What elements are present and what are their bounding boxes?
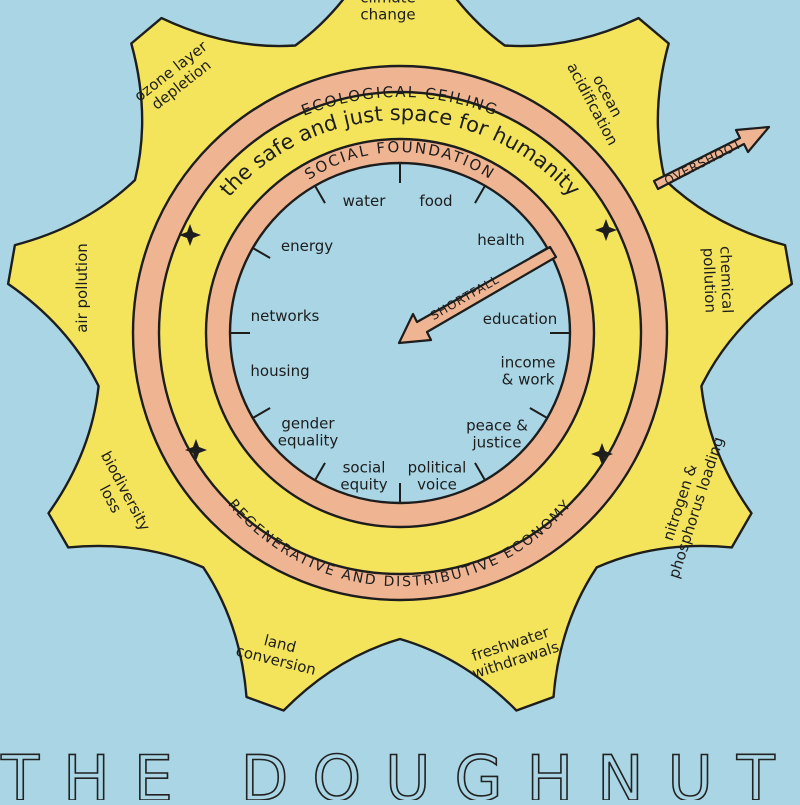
ecological-dimension-label: climatechange xyxy=(360,0,416,24)
social-dimension-label: energy xyxy=(281,237,333,255)
ecological-dimension-label-line: chemical xyxy=(716,246,736,314)
social-dimension-label: water xyxy=(343,192,387,210)
star-icon xyxy=(591,443,613,465)
social-dimension-label: peace &justice xyxy=(466,417,528,452)
social-dimension-label-line: housing xyxy=(250,362,309,380)
ecological-dimension-label-line: pollution xyxy=(699,247,719,313)
sector-divider xyxy=(252,247,271,259)
social-foundation-dimensions: water food health education income& work peac… xyxy=(250,192,557,494)
social-dimension-label-line: water xyxy=(343,192,387,210)
social-dimension-label-line: income xyxy=(501,354,556,372)
social-dimension-label: health xyxy=(477,231,524,249)
star-icon xyxy=(595,219,617,241)
social-dimension-label: networks xyxy=(251,307,320,325)
social-dimension-label: education xyxy=(483,310,557,328)
ecological-dimension-label-line: air pollution xyxy=(73,243,91,333)
overshoot-arrow: OVERSHOOT xyxy=(652,125,771,191)
ecological-dimension-label: chemicalpollution xyxy=(699,246,736,315)
social-dimension-label-line: energy xyxy=(281,237,333,255)
star-decorations xyxy=(179,219,617,465)
page-title: THE DOUGHNUT xyxy=(0,742,799,800)
social-dimension-label: income& work xyxy=(501,354,556,389)
sector-divider xyxy=(529,407,548,419)
social-dimension-label-line: equity xyxy=(340,476,387,494)
social-dimension-label-line: political xyxy=(408,459,467,477)
overshoot-label: OVERSHOOT xyxy=(662,137,744,188)
social-dimension-label-line: peace & xyxy=(466,417,528,435)
social-dimension-label-line: & work xyxy=(502,371,555,389)
shortfall-arrow-shape xyxy=(397,245,558,345)
shortfall-center xyxy=(228,161,572,505)
social-dimension-label-line: social xyxy=(343,459,386,477)
social-dimension-label-line: networks xyxy=(251,307,320,325)
social-dimension-label-line: education xyxy=(483,310,557,328)
social-dimension-label-line: justice xyxy=(471,434,521,452)
social-dimension-label: housing xyxy=(250,362,309,380)
overshoot-arrow-shape xyxy=(652,125,771,191)
social-dimension-label-line: voice xyxy=(417,476,457,494)
sector-divider xyxy=(252,407,271,419)
ecological-dimension-label-line: climate xyxy=(360,0,416,7)
star-icon xyxy=(185,439,207,461)
sector-divider xyxy=(314,462,326,481)
social-dimension-label-line: health xyxy=(477,231,524,249)
social-dimension-label: food xyxy=(419,192,452,210)
sector-divider xyxy=(474,185,486,204)
sector-divider xyxy=(474,462,486,481)
social-dimension-label-line: gender xyxy=(281,415,335,433)
star-icon xyxy=(179,224,201,246)
social-dimension-label-line: equality xyxy=(278,432,339,450)
ecological-dimension-label-line: change xyxy=(360,6,415,24)
ecological-dimension-label: air pollution xyxy=(73,243,91,333)
social-dimension-label-line: food xyxy=(419,192,452,210)
sector-divider xyxy=(314,185,326,204)
